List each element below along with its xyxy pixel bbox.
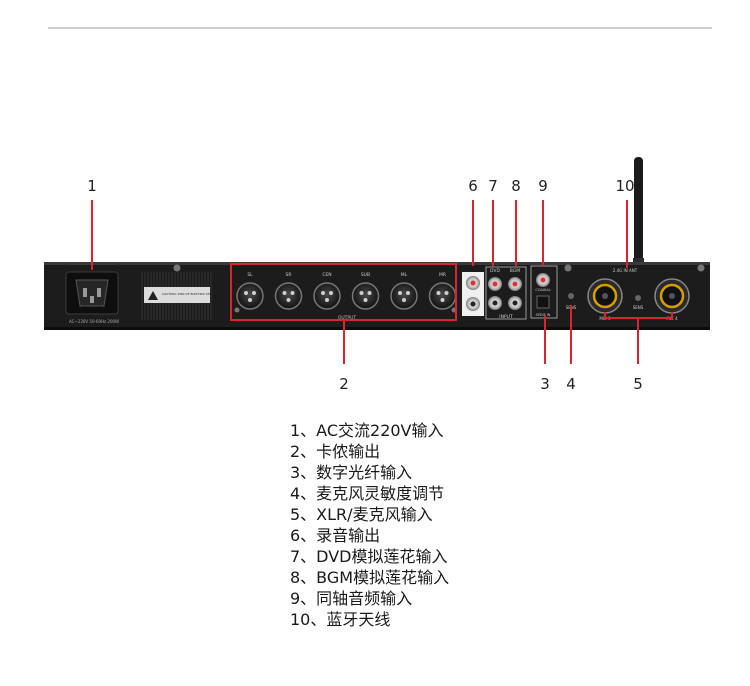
callout-numbers: 1 6 7 8 9 10 2 3 4 5 xyxy=(87,177,643,393)
callout-8: 8 xyxy=(511,177,521,195)
callout-10: 10 xyxy=(615,177,634,195)
legend-item: 4、麦克风灵敏度调节 xyxy=(290,484,445,503)
xlr-output-sub: SUB xyxy=(351,272,380,310)
top-divider xyxy=(48,27,712,29)
xlr-label: SL xyxy=(247,272,253,278)
device-rear-panel-diagram: AC~230V 50-60Hz 200W CAUTION: RISK OF EL… xyxy=(44,157,710,393)
callout-4: 4 xyxy=(566,375,576,393)
output-group-label: OUTPUT xyxy=(338,315,357,321)
spdif-label: SPDIF IN xyxy=(536,313,551,317)
callout-1: 1 xyxy=(87,177,97,195)
callout-7: 7 xyxy=(488,177,498,195)
warning-label: CAUTION: RISK OF ELECTRIC SHOCK DO NOT O… xyxy=(144,287,239,303)
xlr-output-ml: ML xyxy=(390,272,418,310)
svg-text:CAUTION: RISK OF ELECTRIC SHOC: CAUTION: RISK OF ELECTRIC SHOCK DO NOT O… xyxy=(162,292,239,296)
sens2-label: SENS xyxy=(633,305,644,310)
bluetooth-antenna xyxy=(633,157,644,272)
record-output-rca xyxy=(462,272,484,316)
callout-2: 2 xyxy=(339,375,349,393)
dvd-bgm-rca-inputs: DVD BGM INPUT xyxy=(485,266,527,320)
xlr-label: MR xyxy=(439,272,446,278)
callout-5: 5 xyxy=(633,375,643,393)
dvd-label: DVD xyxy=(490,268,500,274)
legend-item: 6、录音输出 xyxy=(290,526,381,545)
chassis-screws xyxy=(173,264,705,313)
xlr-output-sl: SL xyxy=(236,272,264,310)
xlr-label: SR xyxy=(286,272,292,278)
mic-combo-jacks: MIC 3 MIC 4 SENS 2.4G IN ANT xyxy=(587,268,690,321)
legend-item: 9、同轴音频输入 xyxy=(290,589,413,608)
legend-item: 3、数字光纤输入 xyxy=(290,463,413,482)
xlr-label: CEN xyxy=(322,272,331,278)
ac-power-inlet: AC~230V 50-60Hz 200W xyxy=(65,271,119,324)
legend-item: 8、BGM模拟莲花输入 xyxy=(290,568,450,587)
power-rating-label: AC~230V 50-60Hz 200W xyxy=(69,319,119,324)
xlr-output-cen: CEN xyxy=(313,272,341,310)
xlr-label: SUB xyxy=(361,272,370,278)
xlr-output-group: OUTPUT SL SR CEN SUB ML MR xyxy=(236,272,457,321)
legend-item: 5、XLR/麦克风输入 xyxy=(290,505,433,524)
bgm-label: BGM xyxy=(510,268,520,274)
xlr-output-sr: SR xyxy=(274,272,303,310)
coaxial-label: COAXIAL xyxy=(535,288,550,292)
input-label: INPUT xyxy=(499,314,513,320)
xlr-output-mr: MR xyxy=(428,272,457,310)
legend-item: 1、AC交流220V输入 xyxy=(290,421,444,440)
callout-3: 3 xyxy=(540,375,550,393)
callout-lines xyxy=(91,200,673,364)
callout-9: 9 xyxy=(538,177,548,195)
legend-list: 1、AC交流220V输入 2、卡侬输出 3、数字光纤输入 4、麦克风灵敏度调节 … xyxy=(290,420,449,630)
xlr-label: ML xyxy=(401,272,408,278)
legend-item: 7、DVD模拟莲花输入 xyxy=(290,547,448,566)
antenna-label: 2.4G IN ANT xyxy=(613,268,638,273)
legend-item: 2、卡侬输出 xyxy=(290,442,381,461)
legend-item: 10、蓝牙天线 xyxy=(290,610,391,629)
callout-6: 6 xyxy=(468,177,478,195)
